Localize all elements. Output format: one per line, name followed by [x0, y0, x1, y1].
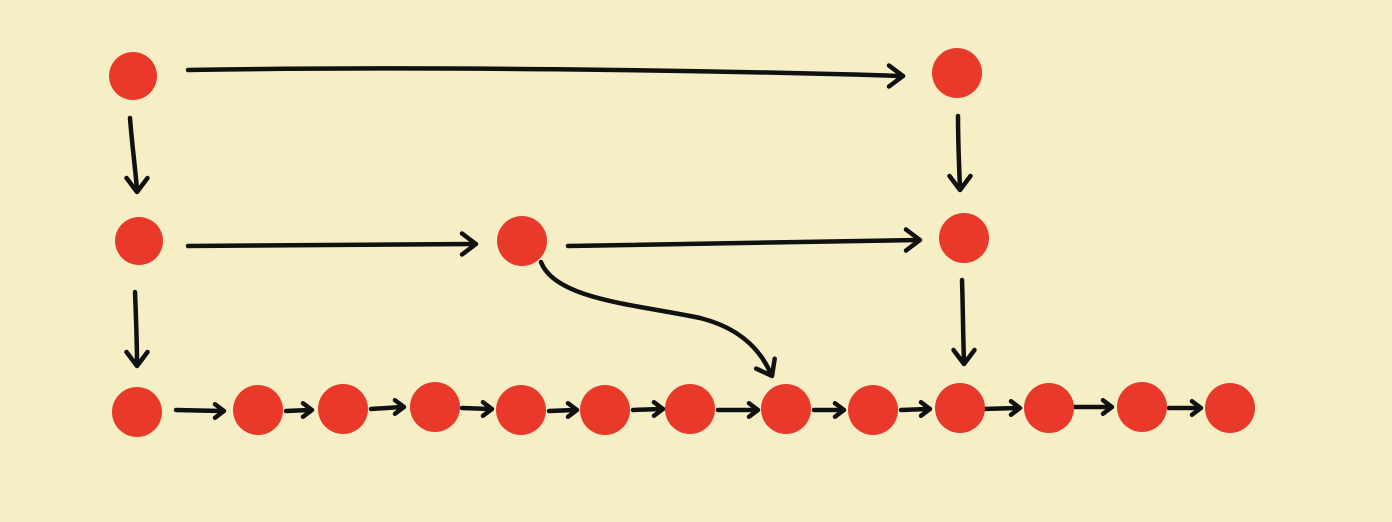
node-b9 — [848, 385, 898, 435]
edge-line — [955, 113, 963, 191]
edge-line — [630, 406, 664, 413]
node-b10 — [935, 383, 985, 433]
node-b12 — [1117, 382, 1167, 432]
arrowhead-icon — [947, 173, 973, 193]
nodes-layer — [109, 48, 1255, 437]
node-b4 — [410, 382, 460, 432]
edge-line — [959, 277, 967, 365]
arrowhead-icon — [124, 349, 150, 369]
edge-arrow-n2-n5 — [947, 113, 973, 193]
edge-arrow-n1-n2 — [185, 63, 906, 89]
node-b7 — [665, 384, 715, 434]
edge-arrow-b10-b11 — [980, 399, 1023, 417]
edge-arrow-b9-b10 — [898, 400, 933, 418]
edge-line — [546, 407, 578, 414]
arrowhead-icon — [565, 401, 580, 419]
edge-arrow-b2-b3 — [283, 401, 315, 419]
edge-line — [185, 241, 477, 249]
edge-arrow-n1-n3 — [124, 115, 150, 195]
edge-arrow-b5-b6 — [546, 401, 580, 419]
edge-line — [980, 405, 1021, 412]
edge-line — [185, 66, 906, 79]
edge-line — [459, 405, 493, 412]
edge-arrow-b12-b13 — [1166, 399, 1204, 417]
node-b11 — [1024, 383, 1074, 433]
node-b2 — [233, 385, 283, 435]
arrowhead-icon — [480, 400, 495, 418]
node-b1 — [112, 387, 162, 437]
node-n5 — [939, 213, 989, 263]
edge-arrow-n3-b1 — [124, 289, 150, 369]
arrowhead-icon — [459, 231, 479, 257]
node-b3 — [318, 384, 368, 434]
arrowhead-icon — [753, 356, 777, 379]
arrowhead-icon — [212, 402, 227, 420]
edge-arrow-n4-n5 — [565, 227, 923, 253]
arrowhead-icon — [1008, 399, 1023, 417]
edge-arrow-n4-b8 — [538, 259, 777, 379]
arrowhead-icon — [951, 347, 977, 367]
node-b5 — [496, 385, 546, 435]
arrowhead-icon — [918, 400, 933, 418]
node-n4 — [497, 216, 547, 266]
edges-layer — [124, 63, 1204, 420]
edge-line — [173, 407, 225, 414]
edge-arrow-b7-b8 — [715, 401, 761, 419]
edge-line — [898, 406, 931, 413]
arrowhead-icon — [746, 401, 761, 419]
node-b13 — [1205, 383, 1255, 433]
arrowhead-icon — [124, 175, 150, 195]
edge-line — [368, 404, 405, 412]
node-b8 — [761, 384, 811, 434]
arrowhead-icon — [651, 400, 666, 418]
arrowhead-icon — [886, 63, 906, 89]
edge-line — [538, 259, 773, 375]
edge-arrow-b1-b2 — [173, 402, 227, 420]
node-n1 — [109, 52, 157, 100]
arrowhead-icon — [1100, 398, 1115, 416]
edge-line — [127, 115, 140, 193]
node-n2 — [932, 48, 982, 98]
edge-line — [283, 407, 313, 414]
edge-line — [132, 289, 140, 367]
edge-arrow-n3-n4 — [185, 231, 479, 257]
node-b6 — [580, 385, 630, 435]
edge-arrow-b3-b4 — [368, 398, 407, 416]
edge-arrow-b8-b9 — [811, 401, 847, 419]
arrowhead-icon — [1189, 399, 1204, 417]
arrowhead-icon — [832, 401, 847, 419]
edge-line — [565, 237, 921, 249]
arrowhead-icon — [392, 398, 407, 416]
edge-arrow-n5-b10 — [951, 277, 977, 367]
edge-arrow-b4-b5 — [459, 400, 495, 418]
edge-arrow-b11-b12 — [1069, 398, 1115, 416]
node-n3 — [115, 217, 163, 265]
arrowhead-icon — [903, 227, 923, 253]
edge-arrow-b6-b7 — [630, 400, 666, 418]
arrowhead-icon — [300, 401, 315, 419]
